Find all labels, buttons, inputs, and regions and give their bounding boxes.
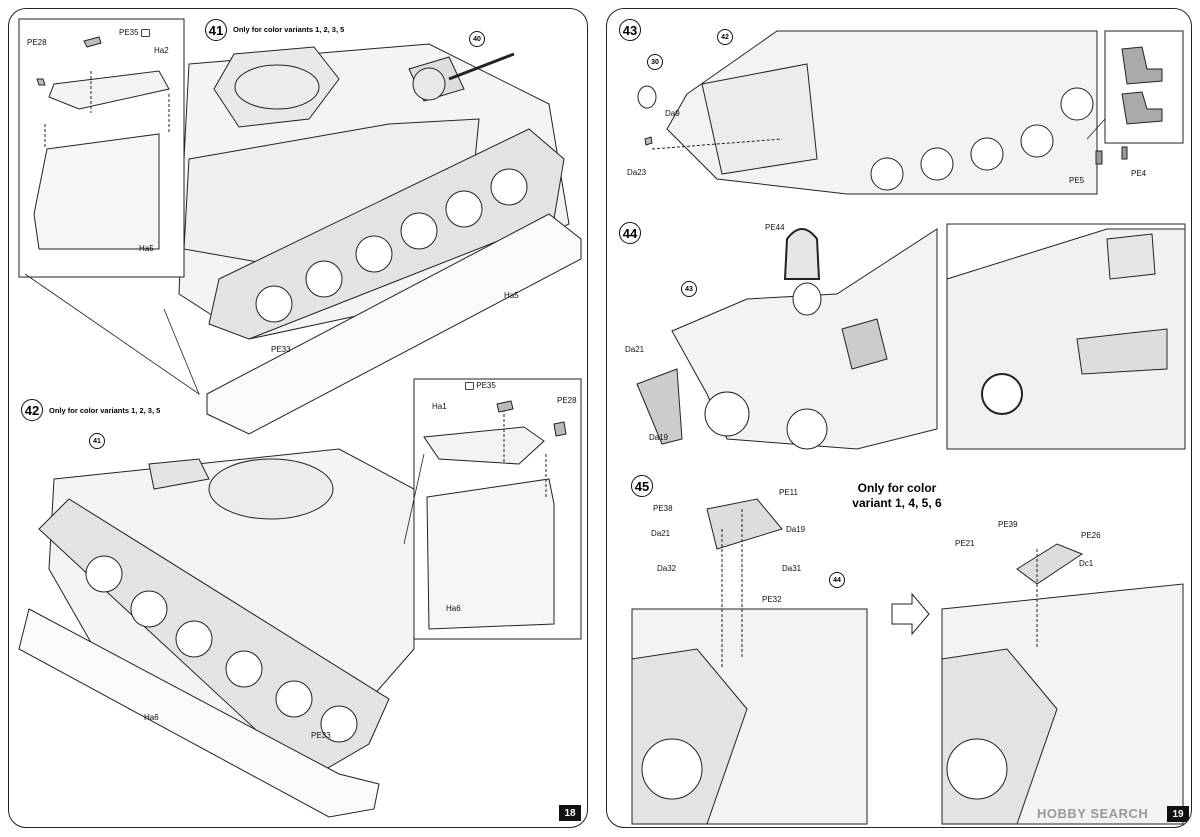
label-da19-step45: Da19	[786, 525, 806, 534]
label-da21-step45: Da21	[651, 529, 671, 538]
step-45-number: 45	[631, 475, 653, 497]
label-pe35: PE35	[119, 29, 150, 37]
step-41-subtitle: Only for color variants 1, 2, 3, 5	[233, 25, 345, 34]
pe28-text: PE28	[27, 38, 47, 47]
label-pe33-step41: PE33	[271, 345, 291, 354]
step-41-number: 41	[205, 19, 227, 41]
label-da31: Da31	[782, 564, 802, 573]
label-pe11: PE11	[779, 488, 798, 497]
right-page-drawing	[631, 30, 1186, 825]
left-instruction-page: 41 Only for color variants 1, 2, 3, 5 40…	[8, 8, 588, 828]
label-ha6-inset: Ha6	[446, 604, 461, 613]
label-pe21: PE21	[955, 539, 975, 548]
step-43-callout-a: 42	[717, 29, 733, 45]
page-number-19: 19	[1167, 806, 1189, 822]
label-pe44: PE44	[765, 223, 785, 232]
step41-base-plate	[206, 213, 582, 435]
left-page-drawing	[18, 18, 582, 818]
step-45-callout: 44	[829, 572, 845, 588]
step45-arrow	[891, 592, 930, 636]
label-pe4: PE4	[1131, 169, 1147, 178]
label-da21-step44: Da21	[625, 345, 645, 354]
label-pe39: PE39	[998, 520, 1018, 529]
step-42-number: 42	[21, 399, 43, 421]
label-ha5: Ha5	[504, 291, 519, 300]
photo-etch-icon	[465, 382, 474, 390]
label-ha6: Ha6	[144, 713, 159, 722]
label-pe28-step42: PE28	[557, 396, 577, 405]
step-44-number: 44	[619, 222, 641, 244]
watermark: HOBBY SEARCH	[1037, 806, 1149, 821]
step43-tank-drawing	[666, 30, 1098, 195]
right-instruction-page: 43 42 30 Da9 Da23 PE5 PE4 44 43 PE44 Da2…	[606, 8, 1192, 828]
label-ha1: Ha1	[432, 402, 447, 411]
step44-hull-drawing	[636, 228, 938, 450]
pe35-text: PE35	[119, 28, 139, 38]
label-pe35-step42: PE35	[463, 382, 496, 390]
step-41-part-callout: 40	[469, 31, 485, 47]
step-42-subtitle: Only for color variants 1, 2, 3, 5	[49, 406, 161, 415]
label-pe26: PE26	[1081, 531, 1101, 540]
step42-base-plate	[18, 608, 380, 818]
label-dc1: Dc1	[1079, 559, 1094, 568]
variant-note-line2: variant 1, 4, 5, 6	[852, 496, 942, 510]
label-pe32: PE32	[762, 595, 782, 604]
photo-etch-icon	[140, 29, 150, 37]
label-da23: Da23	[627, 168, 647, 177]
step-43-number: 43	[619, 19, 641, 41]
label-da32: Da32	[657, 564, 677, 573]
label-pe5: PE5	[1069, 176, 1085, 185]
step-44-callout: 43	[681, 281, 697, 297]
label-pe33-step42: PE33	[311, 731, 331, 740]
variant-note-line1: Only for color	[857, 481, 937, 495]
step-43-callout-b: 30	[647, 54, 663, 70]
pe35-step42-text: PE35	[476, 381, 496, 391]
label-pe38: PE38	[653, 504, 673, 513]
step-42-part-callout: 41	[89, 433, 105, 449]
label-da9: Da9	[665, 109, 680, 118]
variant-note: Only for color variant 1, 4, 5, 6	[817, 481, 977, 511]
label-da19-step44: Da19	[649, 433, 669, 442]
label-ha5-inset: Ha5	[139, 244, 154, 253]
label-ha2: Ha2	[154, 46, 169, 55]
label-pe28: PE28	[27, 39, 47, 47]
page-number-18: 18	[559, 805, 581, 821]
